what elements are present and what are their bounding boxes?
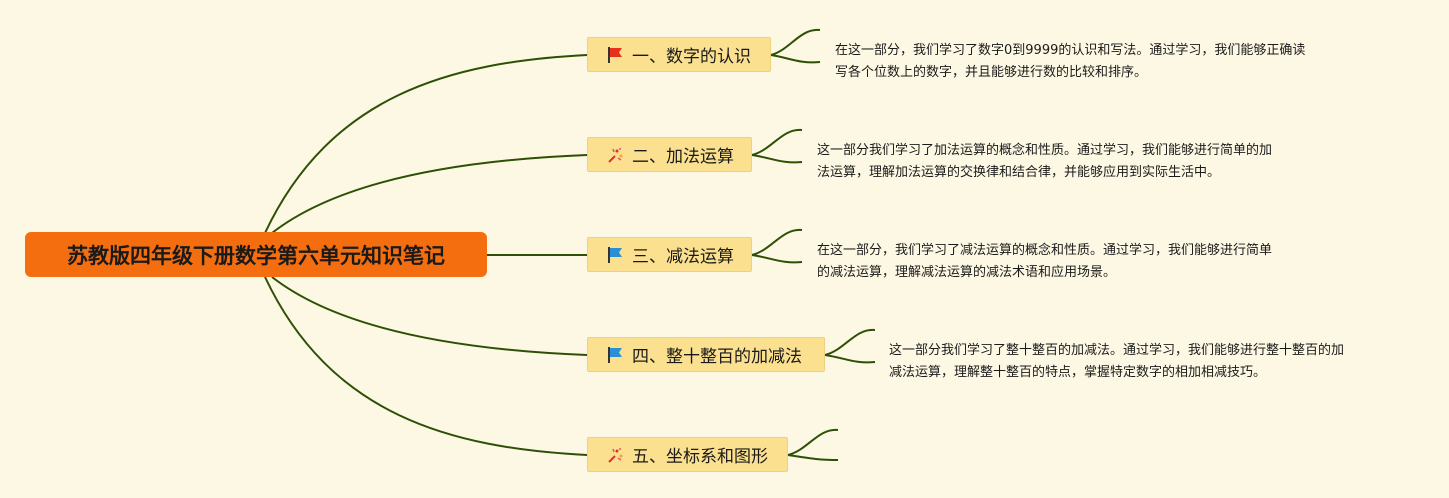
fork-5 [787,428,839,461]
blue-flag-icon [604,244,626,266]
note-1-line-1: 在这一部分，我们学习了数字0到9999的认识和写法。通过学习，我们能够正确读 [835,43,1306,58]
note-1: 在这一部分，我们学习了数字0到9999的认识和写法。通过学习，我们能够正确读 写… [835,40,1305,84]
red-flag-icon [604,44,626,66]
branch-label-3: 三、减法运算 [632,247,734,267]
link-root-branch-1 [264,54,588,234]
branch-label-5: 五、坐标系和图形 [632,447,768,467]
link-root-branch-4 [271,276,588,356]
link-root-branch-2 [271,154,588,234]
blue-flag-icon [604,344,626,366]
branch-node-5[interactable]: 五、坐标系和图形 [587,437,788,472]
note-4-line-2: 减法运算，理解整十整百的特点，掌握特定数字的相加相减技巧。 [889,365,1267,380]
branch-node-1[interactable]: 一、数字的认识 [587,37,771,72]
branch-label-2: 二、加法运算 [632,147,734,167]
note-3-line-1: 在这一部分，我们学习了减法运算的概念和性质。通过学习，我们能够进行简单 [817,243,1273,258]
note-3: 在这一部分，我们学习了减法运算的概念和性质。通过学习，我们能够进行简单 的减法运… [817,240,1272,284]
fork-1 [770,28,821,64]
root-title: 苏教版四年级下册数学第六单元知识笔记 [67,243,445,268]
branch-node-3[interactable]: 三、减法运算 [587,237,752,272]
branch-label-4: 四、整十整百的加减法 [632,347,802,367]
fork-4 [824,328,876,364]
link-root-branch-5 [264,276,588,456]
note-1-line-2: 写各个位数上的数字，并且能够进行数的比较和排序。 [835,65,1148,80]
root-node[interactable]: 苏教版四年级下册数学第六单元知识笔记 [25,232,487,277]
note-2-line-2: 法运算，理解加法运算的交换律和结合律，并能够应用到实际生活中。 [817,165,1221,180]
branch-node-4[interactable]: 四、整十整百的加减法 [587,337,825,372]
branch-node-2[interactable]: 二、加法运算 [587,137,752,172]
fork-2 [751,128,803,164]
fork-3 [751,228,803,264]
branch-label-1: 一、数字的认识 [632,47,751,67]
note-2: 这一部分我们学习了加法运算的概念和性质。通过学习，我们能够进行简单的加 法运算，… [817,140,1272,184]
party-popper-icon [604,444,626,466]
note-4: 这一部分我们学习了整十整百的加减法。通过学习，我们能够进行整十整百的加 减法运算… [889,340,1344,384]
note-2-line-1: 这一部分我们学习了加法运算的概念和性质。通过学习，我们能够进行简单的加 [817,143,1273,158]
party-popper-icon [604,144,626,166]
note-3-line-2: 的减法运算，理解减法运算的减法术语和应用场景。 [817,265,1117,280]
note-4-line-1: 这一部分我们学习了整十整百的加减法。通过学习，我们能够进行整十整百的加 [889,343,1345,358]
